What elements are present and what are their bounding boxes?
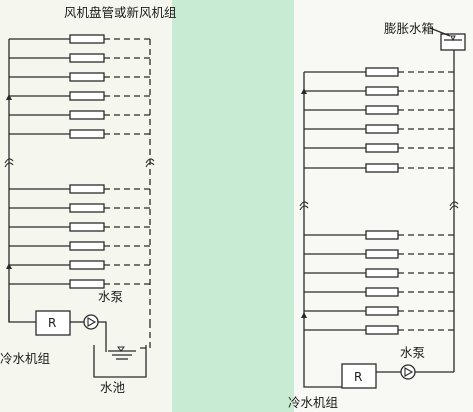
water-pool-outline [93,345,147,378]
pool-label: 水池 [100,380,126,395]
left-lower-fan-coil-unit-4 [69,260,105,270]
right-lower-fan-coil-unit-2 [365,268,399,278]
right-lower-fan-coil-unit-0 [365,230,399,240]
right-pump-label: 水泵 [400,345,426,360]
left-lower-fan-coil-unit-3 [69,241,105,251]
right-upper-fan-coil-unit-1 [365,86,399,96]
right-lower-fan-coil-unit-4 [365,306,399,316]
expansion-tank-label: 膨胀水箱 [384,21,435,36]
left-lower-fan-coil-unit-1 [69,203,105,213]
left-flow-arrow-2 [6,263,12,269]
right-flow-arrow-1 [301,88,307,94]
left-return-break-mark-icon [145,158,155,168]
right-flow-arrow-2 [301,312,307,318]
right-return-break-mark-icon [449,201,459,211]
left-upper-fan-coil-unit-4 [69,110,105,120]
right-upper-fan-coil-unit-4 [365,143,399,153]
left-pump-icon-triangle [87,317,97,327]
left-pump-suction-pipe [98,321,107,352]
right-upper-fan-coil-unit-0 [365,67,399,77]
expansion-tank-level-marker-icon [450,35,456,42]
pool-level-marker-icon [117,346,125,352]
left-chiller-code: R [48,316,57,330]
right-chiller-label: 冷水机组 [288,395,339,410]
right-upper-fan-coil-unit-2 [365,105,399,115]
right-pump-icon-triangle [404,367,414,377]
left-lower-fan-coil-unit-5 [69,279,105,289]
left-flow-arrow-1 [6,94,12,100]
right-lower-fan-coil-unit-3 [365,287,399,297]
right-chiller-supply-pipe [303,372,342,388]
left-chiller-box [35,310,71,336]
left-supply-break-mark-icon [4,158,14,168]
right-lower-fan-coil-unit-1 [365,249,399,259]
left-upper-fan-coil-unit-1 [69,53,105,63]
left-upper-fan-coil-unit-2 [69,72,105,82]
right-chiller-code: R [354,370,363,384]
expansion-tank-box [440,33,466,51]
left-upper-fan-coil-unit-3 [69,91,105,101]
right-lower-fan-coil-unit-5 [365,325,399,335]
right-supply-break-mark-icon [299,201,309,211]
left-upper-fan-coil-unit-0 [69,34,105,44]
right-upper-fan-coil-unit-3 [365,124,399,134]
right-upper-fan-coil-unit-5 [365,163,399,173]
left-pump-label: 水泵 [98,289,124,304]
green-divider-band [172,0,294,412]
left-lower-fan-coil-unit-2 [69,222,105,232]
fan-coil-label: 风机盘管或新风机组 [64,5,177,20]
right-chiller-box [341,363,377,389]
left-chiller-supply-pipe [8,300,36,323]
expansion-tank-leader-line [429,27,451,37]
left-return-to-pool-pipe [136,322,151,349]
left-upper-fan-coil-unit-5 [69,129,105,139]
left-lower-fan-coil-unit-0 [69,184,105,194]
left-chiller-label: 冷水机组 [0,351,51,366]
